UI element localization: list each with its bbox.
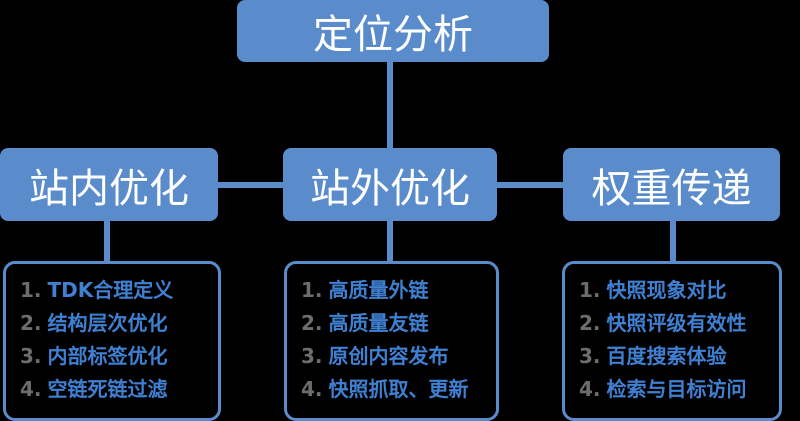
item-text: 高质量友链 (328, 311, 429, 335)
list-item: 2.高质量友链 (301, 307, 496, 340)
item-number: 1. (301, 278, 323, 302)
item-number: 3. (579, 344, 601, 368)
list-item: 3.原创内容发布 (301, 340, 496, 373)
list-item: 4.空链死链过滤 (20, 373, 218, 406)
item-number: 2. (579, 311, 601, 335)
item-text: 结构层次优化 (47, 311, 168, 335)
list-item: 4.检索与目标访问 (579, 373, 779, 406)
list-item: 2.结构层次优化 (20, 307, 218, 340)
branch-node-weight: 权重传递 (563, 148, 780, 221)
list-item: 3.内部标签优化 (20, 340, 218, 373)
item-text: 检索与目标访问 (606, 377, 747, 401)
list-item: 2.快照评级有效性 (579, 307, 779, 340)
branch-node-onsite: 站内优化 (0, 148, 218, 221)
item-text: 快照评级有效性 (606, 311, 747, 335)
item-number: 3. (20, 344, 42, 368)
root-node: 定位分析 (237, 0, 549, 62)
item-text: 高质量外链 (328, 278, 429, 302)
list-item: 1.TDK合理定义 (20, 274, 218, 307)
connector-root (387, 60, 393, 152)
branch-node-offsite: 站外优化 (283, 148, 497, 221)
list-item: 4.快照抓取、更新 (301, 373, 496, 406)
item-number: 3. (301, 344, 323, 368)
list-offsite: 1.高质量外链 2.高质量友链 3.原创内容发布 4.快照抓取、更新 (284, 261, 499, 421)
item-text: 快照现象对比 (606, 278, 727, 302)
branch-label: 站外优化 (310, 165, 470, 212)
item-text: 内部标签优化 (47, 344, 168, 368)
item-number: 2. (20, 311, 42, 335)
item-text: 原创内容发布 (328, 344, 449, 368)
item-number: 4. (20, 377, 42, 401)
item-number: 2. (301, 311, 323, 335)
list-weight: 1.快照现象对比 2.快照评级有效性 3.百度搜索体验 4.检索与目标访问 (562, 261, 782, 421)
item-text: 百度搜索体验 (606, 344, 727, 368)
list-onsite: 1.TDK合理定义 2.结构层次优化 3.内部标签优化 4.空链死链过滤 (3, 261, 221, 421)
root-label: 定位分析 (313, 12, 473, 58)
list-item: 1.高质量外链 (301, 274, 496, 307)
branch-label: 站内优化 (29, 165, 189, 212)
connector-right (670, 218, 676, 264)
list-item: 3.百度搜索体验 (579, 340, 779, 373)
item-number: 4. (579, 377, 601, 401)
list-item: 1.快照现象对比 (579, 274, 779, 307)
item-text: 快照抓取、更新 (328, 377, 469, 401)
branch-label: 权重传递 (591, 165, 752, 212)
item-text: TDK合理定义 (47, 278, 174, 302)
item-number: 1. (579, 278, 601, 302)
item-number: 4. (301, 377, 323, 401)
item-number: 1. (20, 278, 42, 302)
connector-left (104, 218, 110, 264)
item-text: 空链死链过滤 (47, 377, 168, 401)
connector-middle (387, 218, 393, 264)
